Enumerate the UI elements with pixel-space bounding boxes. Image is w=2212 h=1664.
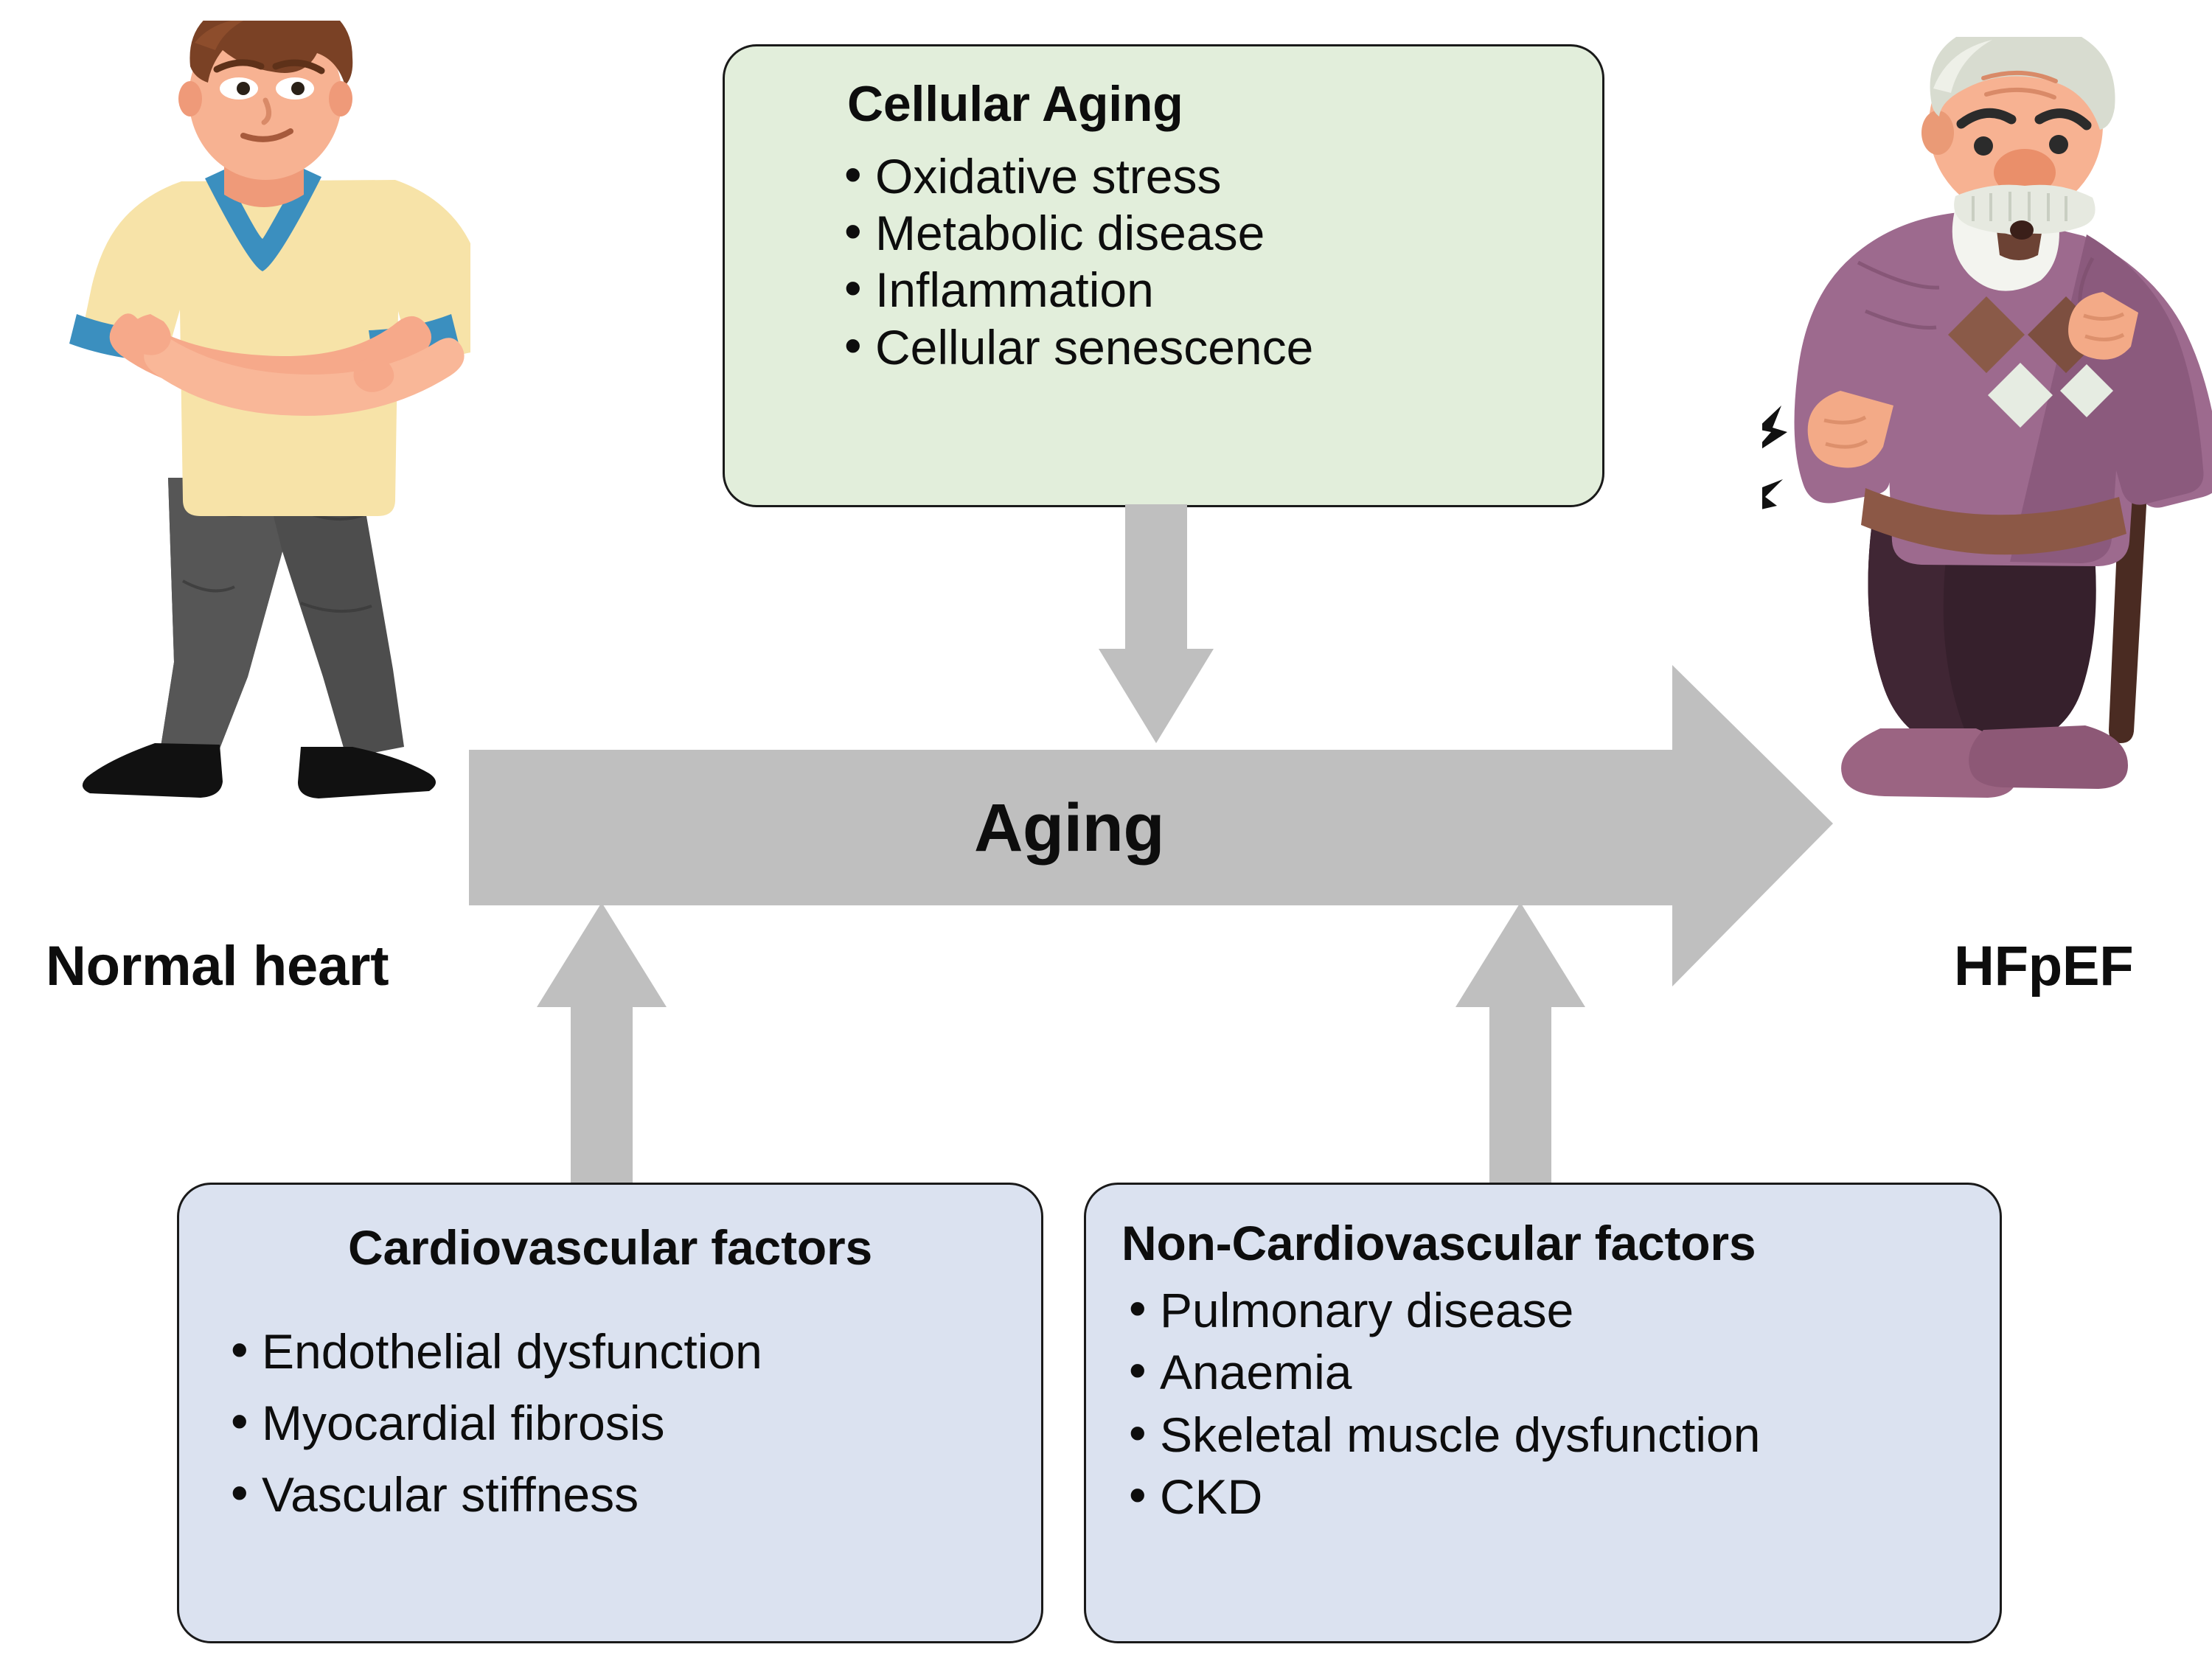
list-item: Vascular stiffness — [223, 1458, 1041, 1531]
up-arrow-non-cardiovascular — [1455, 902, 1585, 1186]
list-item: Myocardial fibrosis — [223, 1386, 1041, 1459]
normal-heart-label: Normal heart — [46, 935, 389, 998]
list-item: Cellular senescence — [837, 318, 1602, 376]
non-cardiovascular-factors-box: Non-Cardiovascular factors Pulmonary dis… — [1084, 1183, 2002, 1643]
list-item: Metabolic disease — [837, 203, 1602, 262]
cellular-aging-box: Cellular Aging Oxidative stress Metaboli… — [723, 44, 1604, 507]
cellular-aging-title: Cellular Aging — [847, 76, 1183, 132]
list-item: Oxidative stress — [837, 147, 1602, 205]
elderly-man-illustration — [1733, 18, 2212, 833]
cardiovascular-factors-title: Cardiovascular factors — [348, 1220, 872, 1275]
aging-arrow — [469, 665, 1833, 986]
aging-arrow-label: Aging — [973, 790, 1165, 866]
down-arrow-cellular-aging — [1099, 504, 1214, 743]
young-man-illustration — [58, 0, 495, 802]
list-item: Inflammation — [837, 260, 1602, 318]
list-item: Pulmonary disease — [1121, 1278, 2000, 1342]
cardiovascular-factors-list: Endothelial dysfunction Myocardial fibro… — [179, 1315, 1041, 1531]
non-cardiovascular-factors-title: Non-Cardiovascular factors — [1121, 1216, 1756, 1270]
list-item: Endothelial dysfunction — [223, 1315, 1041, 1388]
cardiovascular-factors-box: Cardiovascular factors Endothelial dysfu… — [177, 1183, 1043, 1643]
list-item: Skeletal muscle dysfunction — [1121, 1402, 2000, 1466]
pain-bolt-icon — [1733, 405, 1787, 516]
cellular-aging-list: Oxidative stress Metabolic disease Infla… — [725, 147, 1602, 376]
list-item: Anaemia — [1121, 1340, 2000, 1404]
hfpef-label: HFpEF — [1954, 935, 2134, 998]
up-arrow-cardiovascular — [537, 902, 667, 1186]
non-cardiovascular-factors-list: Pulmonary disease Anaemia Skeletal muscl… — [1086, 1278, 2000, 1528]
list-item: CKD — [1121, 1464, 2000, 1528]
